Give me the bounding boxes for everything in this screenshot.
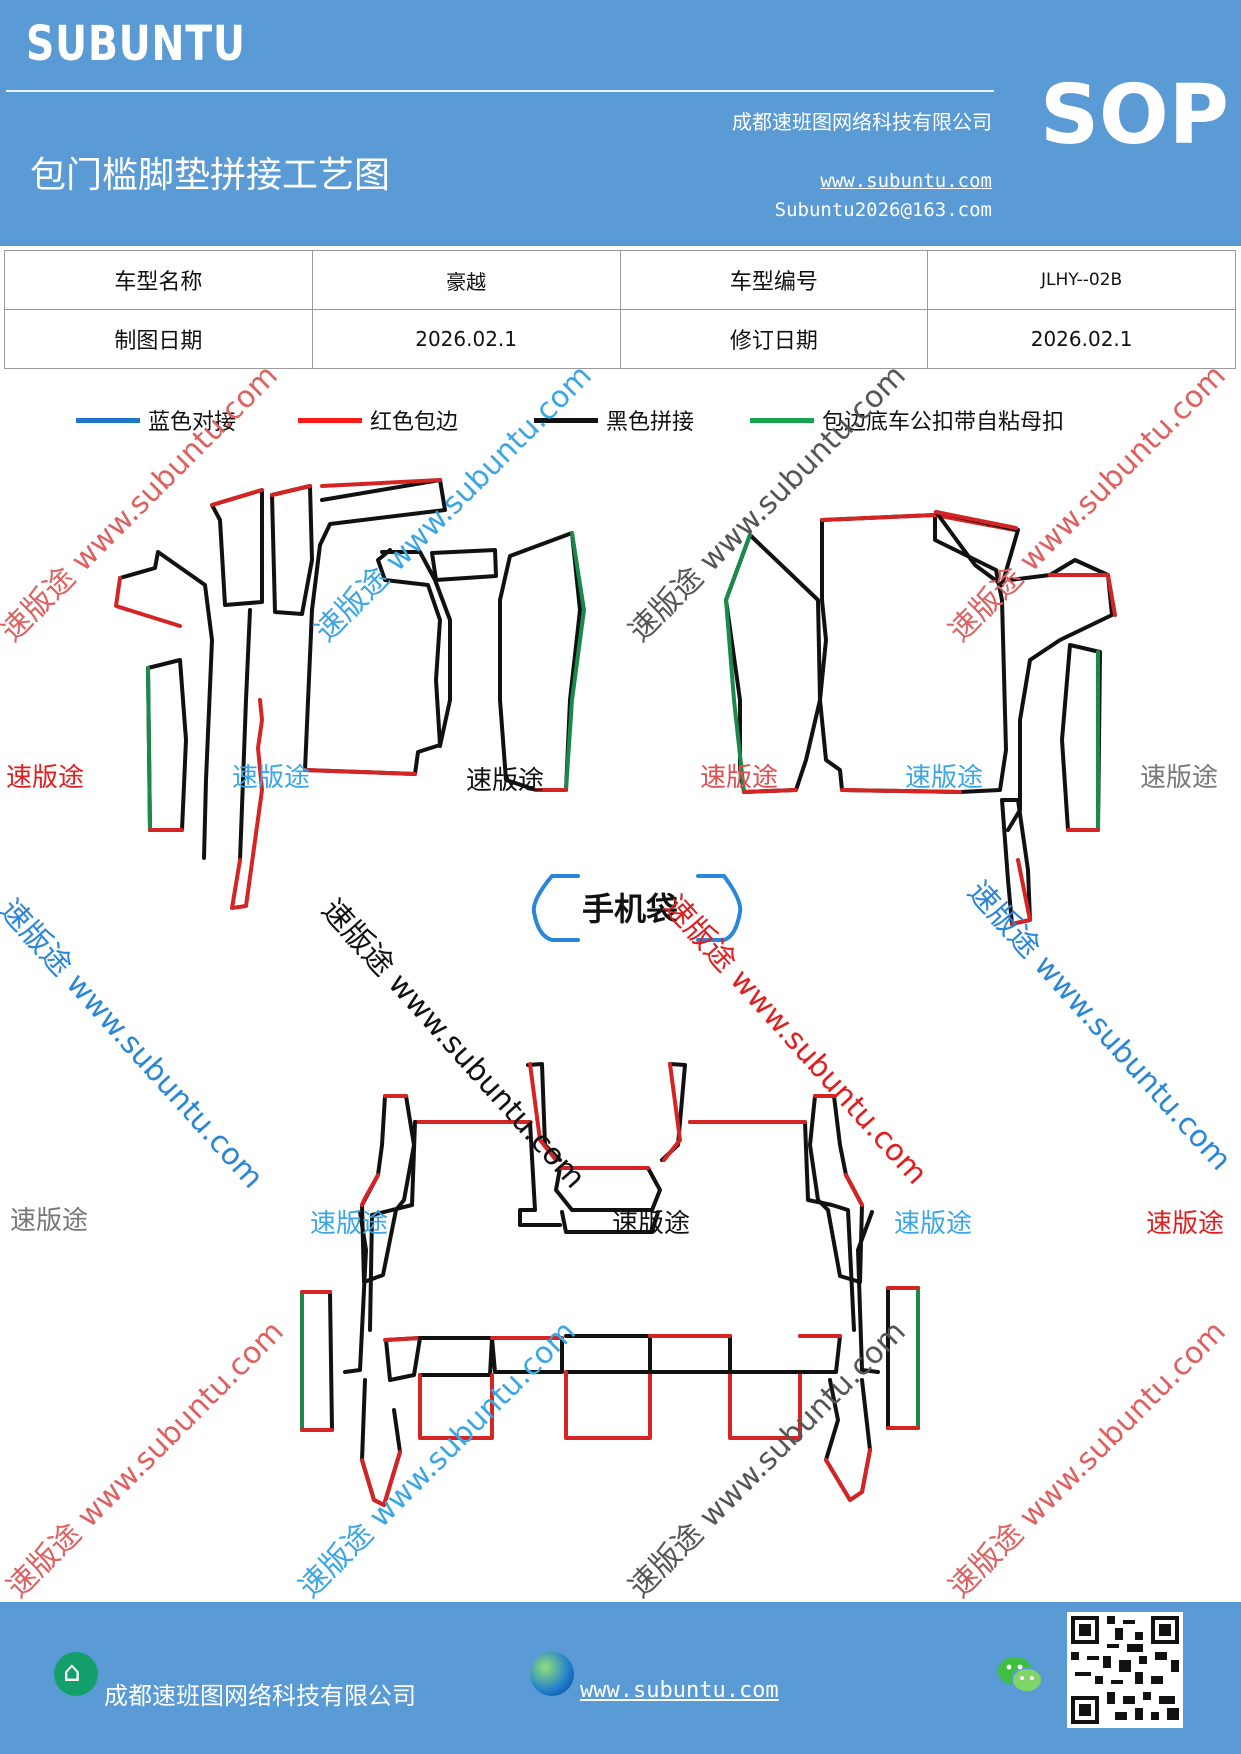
phone-pocket (531, 874, 743, 942)
footer-banner: 成都速班图网络科技有限公司 www.subuntu.com (0, 1602, 1241, 1754)
watermark-word: 速版途 (310, 1209, 389, 1239)
right-front-mat (724, 510, 1117, 926)
watermark-word: 速版途 (1140, 763, 1219, 793)
watermark-word: 速版途 (905, 763, 984, 793)
watermark-word: 速版途 (6, 763, 85, 793)
brand-logo: SUBUNTU (26, 16, 246, 72)
model-name-label: 车型名称 (4, 250, 313, 310)
legend-item-black: 黑色拼接 (534, 400, 694, 440)
rear-mat (300, 1062, 920, 1507)
legend-label: 黑色拼接 (606, 410, 695, 435)
legend-label: 蓝色对接 (148, 410, 237, 435)
legend-item-red: 红色包边 (298, 400, 458, 440)
watermark-word: 速版途 (1146, 1209, 1225, 1239)
legend-item-green: 包边底车公扣带自粘母扣 (750, 400, 1064, 440)
email-text: Subuntu2026@163.com (774, 199, 992, 221)
revise-date-label: 修订日期 (619, 309, 929, 369)
footer-company: 成都速班图网络科技有限公司 (104, 1682, 416, 1710)
header-divider (6, 90, 994, 92)
legend-label: 包边底车公扣带自粘母扣 (822, 410, 1065, 435)
website-link[interactable]: www.subuntu.com (820, 170, 992, 192)
header-banner: SUBUNTU 包门槛脚垫拼接工艺图 成都速班图网络科技有限公司 www.sub… (0, 0, 1241, 246)
legend-swatch-black (534, 417, 598, 423)
legend-swatch-blue (76, 417, 140, 423)
company-name: 成都速班图网络科技有限公司 (732, 110, 992, 134)
watermark-word: 速版途 (612, 1209, 691, 1239)
legend-swatch-green (750, 417, 814, 423)
wechat-icon (998, 1657, 1043, 1693)
table-row: 车型名称 豪越 车型编号 JLHY--02B (4, 250, 1236, 310)
footer-website-link[interactable]: www.subuntu.com (580, 1678, 779, 1703)
revise-date-value: 2026.02.1 (927, 309, 1236, 369)
sop-label: SOP (1040, 68, 1229, 163)
watermark-word: 速版途 (700, 763, 779, 793)
phone-pocket-label: 手机袋 (582, 890, 678, 928)
watermark-word: 速版途 (466, 766, 545, 796)
model-name-value: 豪越 (311, 250, 621, 310)
watermark-word: 速版途 (894, 1209, 973, 1239)
legend-label: 红色包边 (370, 410, 459, 435)
table-row: 制图日期 2026.02.1 修订日期 2026.02.1 (4, 309, 1236, 369)
legend-swatch-red (298, 417, 362, 423)
globe-icon (530, 1652, 574, 1696)
draw-date-label: 制图日期 (4, 309, 313, 369)
watermark-word: 速版途 (232, 763, 311, 793)
page-title: 包门槛脚垫拼接工艺图 (30, 155, 391, 196)
qr-code-icon (1067, 1612, 1183, 1728)
draw-date-value: 2026.02.1 (311, 309, 621, 369)
model-code-value: JLHY--02B (927, 250, 1236, 310)
mat-diagram: 手机袋 (114, 478, 1117, 1507)
watermark-word: 速版途 (10, 1206, 89, 1236)
legend-item-blue: 蓝色对接 (76, 400, 236, 440)
home-icon (54, 1652, 98, 1696)
model-code-label: 车型编号 (619, 250, 929, 310)
legend: 蓝色对接 红色包边 黑色拼接 包边底车公扣带自粘母扣 (0, 400, 1241, 440)
left-front-mat (114, 478, 586, 910)
info-table: 车型名称 豪越 车型编号 JLHY--02B 制图日期 2026.02.1 修订… (4, 250, 1236, 369)
